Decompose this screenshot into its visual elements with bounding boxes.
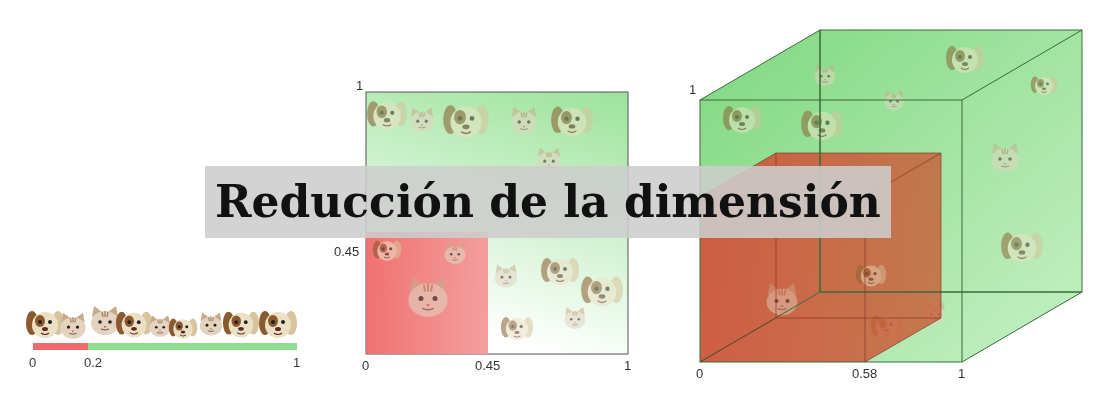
axis-value: 1 — [958, 366, 965, 381]
axis-value: 0.45 — [334, 244, 359, 259]
axis-value: 0 — [362, 358, 369, 373]
line-1d — [26, 306, 297, 350]
axis-value: 1 — [293, 355, 300, 370]
axis-value: 1 — [356, 78, 363, 93]
axis-value: 1 — [689, 82, 696, 97]
axis-value: 0 — [696, 366, 703, 381]
axis-value: 0.58 — [852, 366, 877, 381]
axis-value: 0.45 — [475, 358, 500, 373]
title-banner: Reducción de la dimensión — [205, 166, 891, 238]
axis-value: 0.2 — [84, 355, 102, 370]
axis-value: 1 — [624, 358, 631, 373]
axis-value: 0 — [29, 355, 36, 370]
